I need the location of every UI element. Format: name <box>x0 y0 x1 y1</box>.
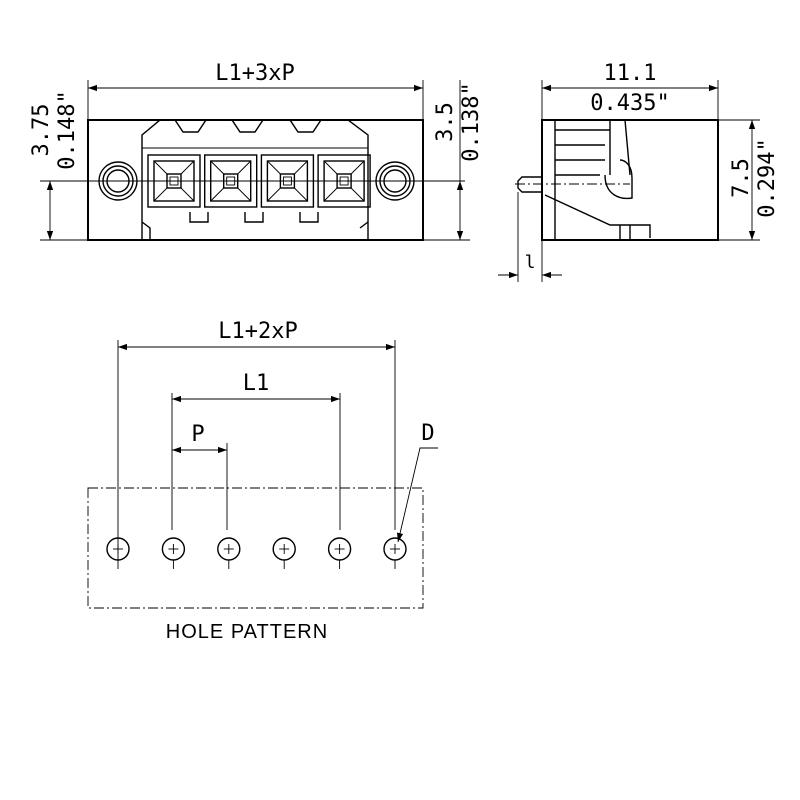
side-height-dim-in: 0.294" <box>755 138 780 217</box>
front-right-dim-in: 0.138" <box>459 82 484 161</box>
side-depth-dim-mm: 11.1 <box>604 61 657 86</box>
hole-pattern-title: HOLE PATTERN <box>166 621 328 643</box>
hole-total-dim: L1+2xP <box>218 319 297 344</box>
front-left-dim-in: 0.148" <box>55 90 80 169</box>
pole-cell <box>317 154 371 208</box>
pcb-outline <box>87 487 424 609</box>
hole-pattern: L1+2xP L1 P D HOLE PATTERN <box>87 319 438 643</box>
side-body <box>541 119 719 241</box>
front-bottom-tabs <box>141 212 369 240</box>
pole-cell <box>147 154 201 208</box>
pcb-hole <box>327 537 352 569</box>
side-view: 11.1 0.435" 7.5 0.294" l <box>498 61 780 282</box>
side-terminal-cam <box>604 159 633 200</box>
front-view: L1+3xP 3.75 0.148" 3.5 0.138" <box>29 61 484 241</box>
pole-cell <box>260 154 315 208</box>
side-height-dim-mm: 7.5 <box>729 158 754 198</box>
pcb-hole <box>272 537 296 569</box>
pcb-hole <box>383 537 407 569</box>
front-left-dim-mm: 3.75 <box>29 104 54 157</box>
hole-p-dim: P <box>191 422 204 447</box>
front-flange <box>87 119 424 241</box>
side-depth-dim-in: 0.435" <box>590 91 669 116</box>
pole-cell <box>203 154 258 208</box>
hole-d-dim: D <box>421 421 434 446</box>
front-housing <box>141 119 369 240</box>
side-pin <box>517 176 542 193</box>
pole-cells <box>147 154 371 208</box>
right-mounting-screw <box>375 161 415 201</box>
hole-l1-dim: L1 <box>243 371 270 396</box>
front-right-dim-mm: 3.5 <box>433 102 458 142</box>
left-mounting-screw <box>98 161 138 201</box>
pcb-holes <box>106 537 407 569</box>
pcb-hole <box>217 537 241 569</box>
front-width-dim: L1+3xP <box>215 61 294 86</box>
side-pin-dim: l <box>525 252 536 273</box>
side-inner-lines <box>544 119 651 240</box>
pcb-hole <box>161 537 186 569</box>
